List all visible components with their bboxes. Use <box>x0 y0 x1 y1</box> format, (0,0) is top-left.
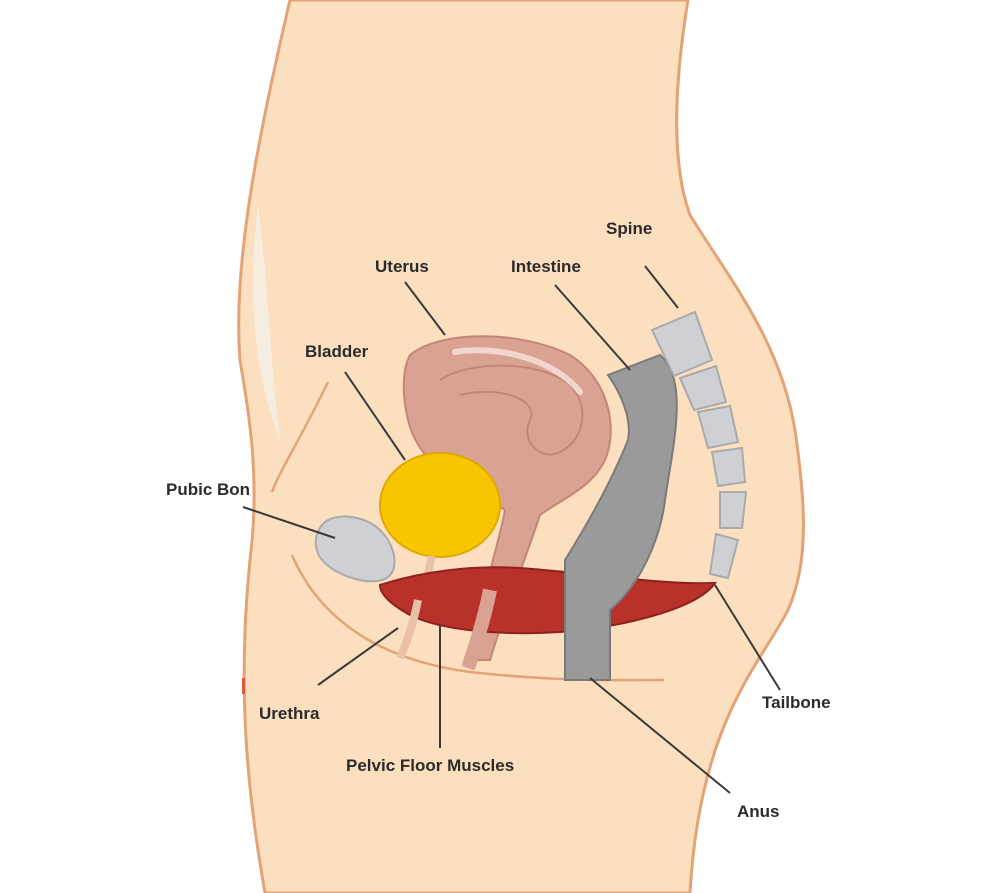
bladder-shape <box>379 452 501 558</box>
label-pelvic-floor-muscles: Pelvic Floor Muscles <box>346 756 515 775</box>
label-anus: Anus <box>737 802 780 821</box>
label-uterus: Uterus <box>375 257 429 276</box>
label-bladder: Bladder <box>305 342 369 361</box>
label-tailbone: Tailbone <box>762 693 831 712</box>
vertebra <box>650 310 714 378</box>
leader-line-bladder <box>344 371 406 461</box>
leader-line-spine <box>644 265 679 309</box>
edge-mark <box>242 678 245 694</box>
leader-line-pubic-bone <box>242 506 336 539</box>
pubic-bone-shape <box>314 515 396 583</box>
leader-line-urethra <box>317 627 399 686</box>
spine-vertebrae <box>650 310 748 580</box>
label-urethra: Urethra <box>259 704 320 723</box>
perineum-line <box>290 554 665 682</box>
vertebra <box>678 364 728 412</box>
label-spine: Spine <box>606 219 653 238</box>
vertebra <box>710 446 747 488</box>
vertebra <box>708 532 740 580</box>
uterus-highlight <box>452 347 583 395</box>
belly-highlight <box>252 205 280 440</box>
vaginal-canal <box>461 588 497 671</box>
uterus-inner-fold <box>439 364 584 456</box>
label-intestine: Intestine <box>511 257 581 276</box>
leader-line-intestine <box>554 284 631 371</box>
urethra-tube <box>396 599 422 660</box>
vertebra <box>696 404 740 450</box>
leader-line-anus <box>589 677 731 794</box>
leader-line-tailbone <box>714 584 781 691</box>
label-pubic-bone: Pubic Bon <box>166 480 251 499</box>
vertebra <box>719 491 748 529</box>
skin-fold-line <box>270 381 330 493</box>
leader-lines <box>242 265 781 794</box>
leader-line-uterus <box>404 281 446 336</box>
intestine-shape <box>564 353 678 681</box>
